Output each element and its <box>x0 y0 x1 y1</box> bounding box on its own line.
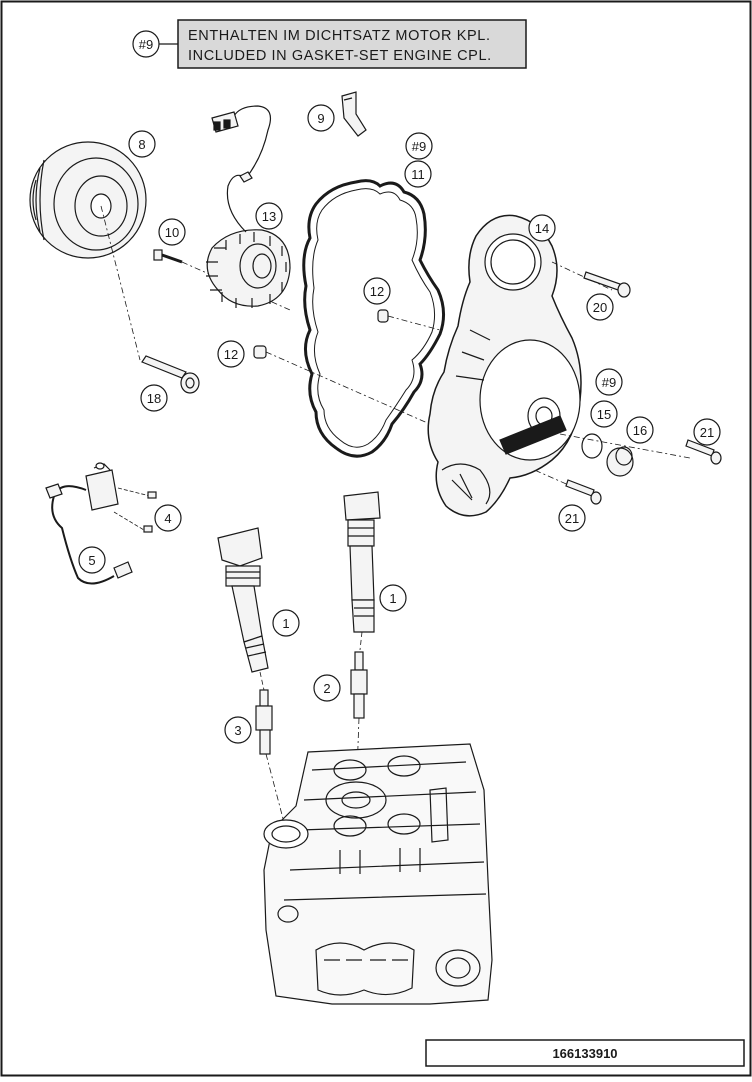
svg-text:#9: #9 <box>412 139 426 154</box>
part-o-ring <box>581 433 603 459</box>
callout-cover-ref: #9 <box>595 368 623 396</box>
svg-text:12: 12 <box>224 347 238 362</box>
part-screw-plug <box>559 433 691 477</box>
callout-14: 14 <box>528 214 556 242</box>
callout-3: 3 <box>224 716 252 744</box>
part-stator <box>206 105 291 308</box>
part-rotor-bolt <box>141 355 200 394</box>
callout-9: 9 <box>307 104 335 132</box>
svg-text:11: 11 <box>411 167 425 182</box>
svg-text:1: 1 <box>282 616 289 631</box>
svg-text:16: 16 <box>633 423 647 438</box>
gasket-set-note: ENTHALTEN IM DICHTSATZ MOTOR KPL. INCLUD… <box>177 19 527 69</box>
drawing-number-box: 166133910 <box>425 1039 745 1067</box>
part-sensor-cable <box>45 483 133 585</box>
svg-text:12: 12 <box>370 284 384 299</box>
part-pickup-sensor <box>85 462 157 533</box>
part-cover-gasket <box>302 179 445 458</box>
callout-5: 5 <box>78 546 106 574</box>
part-ignition-coil-right <box>343 491 381 651</box>
callout-10: 10 <box>158 218 186 246</box>
svg-text:14: 14 <box>535 221 549 236</box>
part-ignition-coil-left <box>217 527 269 691</box>
svg-text:4: 4 <box>164 511 171 526</box>
callout-11: 11 <box>404 160 432 188</box>
callout-13: 13 <box>255 202 283 230</box>
callout-8: 8 <box>128 130 156 158</box>
svg-text:21: 21 <box>565 511 579 526</box>
note-ref-callout: #9 <box>132 30 178 58</box>
callout-4: 4 <box>154 504 182 532</box>
note-line-de: ENTHALTEN IM DICHTSATZ MOTOR KPL. <box>188 28 491 44</box>
note-line-en: INCLUDED IN GASKET-SET ENGINE CPL. <box>188 48 492 64</box>
svg-text:1: 1 <box>389 591 396 606</box>
svg-text:20: 20 <box>593 300 607 315</box>
part-generator-cover <box>427 214 582 517</box>
svg-text:#9: #9 <box>602 375 616 390</box>
svg-text:15: 15 <box>597 407 611 422</box>
part-cover-bolt-21-bottom <box>565 479 602 505</box>
svg-text:9: 9 <box>317 111 324 126</box>
callout-12-lower: 12 <box>217 340 245 368</box>
callout-18: 18 <box>140 384 168 412</box>
part-spark-plug-left <box>255 689 287 831</box>
svg-text:13: 13 <box>262 209 276 224</box>
svg-text:8: 8 <box>138 137 145 152</box>
callout-1-right: 1 <box>379 584 407 612</box>
callout-16: 16 <box>626 416 654 444</box>
callout-12-upper: 12 <box>363 277 391 305</box>
svg-text:5: 5 <box>88 553 95 568</box>
part-flywheel-rotor <box>29 141 147 361</box>
svg-text:#9: #9 <box>139 37 153 52</box>
callout-1-left: 1 <box>272 609 300 637</box>
svg-text:21: 21 <box>700 425 714 440</box>
svg-text:3: 3 <box>234 723 241 738</box>
callout-20: 20 <box>586 293 614 321</box>
part-cylinder-head <box>263 743 493 1005</box>
part-spark-plug-right <box>350 651 368 801</box>
svg-text:2: 2 <box>323 681 330 696</box>
part-cover-bolt-21-right <box>685 439 722 465</box>
part-cover-screw-top <box>551 261 613 291</box>
callout-21-bottom: 21 <box>558 504 586 532</box>
part-cable-clip <box>341 91 367 137</box>
drawing-number: 166133910 <box>552 1046 617 1061</box>
callout-21-right: 21 <box>693 418 721 446</box>
callout-gasket-ref: #9 <box>405 132 433 160</box>
part-dowel-pin-upper <box>377 309 441 331</box>
part-cover-bolt-20 <box>583 271 631 298</box>
callout-15: 15 <box>590 400 618 428</box>
callout-2: 2 <box>313 674 341 702</box>
svg-text:10: 10 <box>165 225 179 240</box>
svg-text:18: 18 <box>147 391 161 406</box>
